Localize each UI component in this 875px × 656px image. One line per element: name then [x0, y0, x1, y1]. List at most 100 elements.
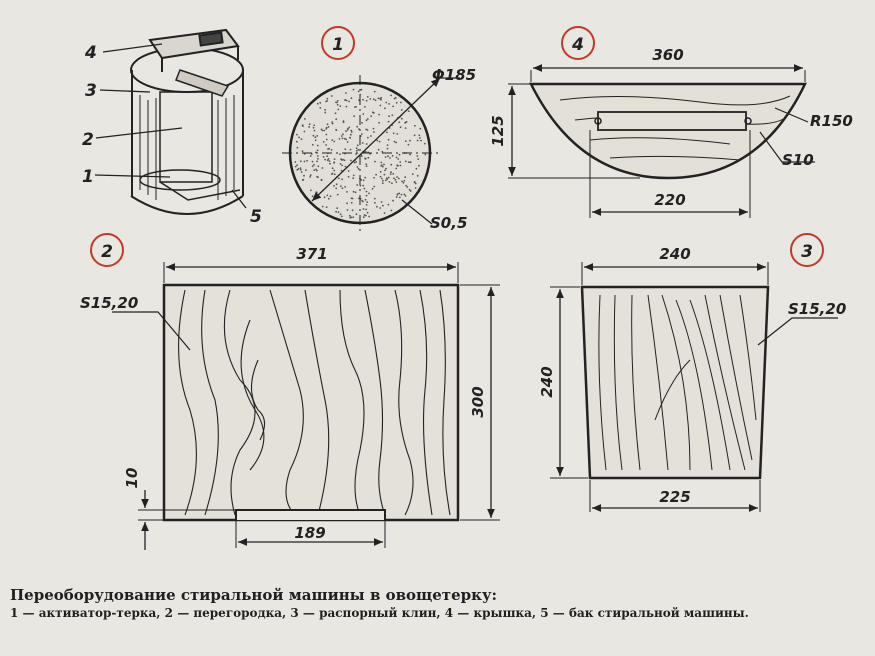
disc-perforation: [335, 128, 337, 131]
disc-perforation: [357, 90, 360, 93]
disc-perforation: [355, 213, 358, 216]
disc-perforation: [365, 204, 368, 206]
disc-perforation: [383, 212, 386, 214]
disc-perforation: [386, 144, 389, 147]
disc-perforation: [361, 142, 364, 144]
lid-width-label: 360: [652, 46, 683, 64]
disc-perforation: [418, 164, 420, 167]
disc-perforation: [379, 170, 382, 173]
disc-perforation: [322, 156, 325, 158]
disc-perforation: [380, 201, 383, 203]
disc-perforation: [312, 126, 315, 129]
disc-perforation: [326, 97, 329, 100]
disc-perforation: [341, 178, 343, 181]
disc-perforation: [348, 100, 350, 103]
disc-perforation: [392, 199, 394, 202]
disc-perforation: [350, 133, 352, 136]
disc-perforation: [316, 155, 319, 157]
disc-perforation: [340, 215, 343, 218]
disc-perforation: [311, 160, 314, 163]
disc-perforation: [369, 98, 372, 100]
disc-perforation: [423, 142, 426, 145]
disc-perforation: [367, 136, 369, 139]
disc-perforation: [354, 191, 357, 194]
disc-perforation: [416, 155, 419, 157]
disc-perforation: [352, 177, 355, 180]
disc-perforation: [352, 174, 355, 177]
disc-perforation: [319, 107, 322, 109]
disc-perforation: [325, 127, 328, 130]
disc-perforation: [395, 101, 398, 104]
disc-perforation: [363, 214, 366, 216]
disc-perforation: [339, 185, 342, 188]
disc-perforation: [348, 126, 351, 129]
disc-perforation: [377, 97, 380, 100]
disc-perforation: [418, 134, 421, 137]
disc-perforation: [366, 118, 369, 120]
disc-perforation: [336, 103, 339, 106]
disc-perforation: [367, 156, 370, 159]
disc-perforation: [299, 160, 302, 163]
disc-thickness-label: S0,5: [430, 214, 467, 232]
disc-perforation: [403, 180, 406, 182]
disc-perforation: [296, 140, 298, 143]
disc-perforation: [364, 150, 367, 153]
disc-perforation: [340, 135, 343, 137]
disc-perforation: [365, 119, 368, 122]
disc-perforation: [301, 124, 304, 126]
disc-perforation: [331, 167, 334, 170]
disc-perforation: [353, 161, 356, 164]
svg-text:1: 1: [332, 35, 344, 55]
disc-perforation: [352, 190, 355, 193]
disc-perforation: [384, 169, 386, 172]
svg-text:2: 2: [101, 242, 113, 262]
disc-perforation: [362, 216, 365, 219]
partition-thickness-label: S15,20: [80, 294, 138, 312]
disc-perforation: [345, 99, 348, 102]
disc-perforation: [396, 176, 398, 178]
wedge-drawing: [550, 262, 838, 512]
disc-perforation: [355, 150, 358, 152]
lid-radius-label: R150: [810, 112, 853, 130]
disc-perforation: [378, 113, 380, 116]
assembly-sketch: [130, 28, 244, 215]
disc-perforation: [373, 176, 375, 179]
disc-perforation: [305, 169, 307, 172]
disc-perforation: [320, 178, 323, 181]
disc-perforation: [374, 99, 377, 102]
disc-perforation: [344, 186, 346, 188]
partition-height-label: 300: [469, 386, 487, 417]
disc-perforation: [409, 153, 411, 156]
disc-perforation: [349, 137, 352, 139]
disc-perforation: [405, 184, 407, 187]
disc-perforation: [339, 163, 342, 165]
disc-perforation: [388, 103, 390, 105]
disc-perforation: [315, 191, 318, 194]
disc-perforation: [364, 198, 367, 201]
disc-perforation: [414, 182, 417, 185]
disc-perforation: [296, 133, 298, 136]
disc-perforation: [419, 137, 421, 139]
disc-perforation: [351, 197, 354, 200]
disc-perforation: [387, 120, 390, 123]
disc-perforation: [310, 189, 312, 192]
disc-perforation: [317, 165, 320, 168]
disc-perforation: [333, 140, 336, 143]
disc-perforation: [336, 100, 339, 102]
disc-perforation: [414, 124, 416, 127]
disc-perforation: [333, 158, 336, 161]
disc-perforation: [371, 187, 374, 190]
disc-perforation: [390, 209, 393, 212]
disc-perforation: [316, 102, 319, 105]
disc-perforation: [330, 95, 333, 97]
disc-perforation: [417, 158, 420, 161]
disc-perforation: [380, 177, 383, 180]
disc-perforation: [366, 211, 369, 214]
disc-perforation: [406, 186, 409, 188]
disc-perforation: [301, 179, 304, 182]
activator-disc: [282, 75, 460, 231]
lid-height-label: 125: [489, 115, 507, 146]
disc-perforation: [325, 133, 328, 136]
disc-perforation: [388, 115, 390, 118]
view-1-marker: 1: [321, 26, 355, 60]
